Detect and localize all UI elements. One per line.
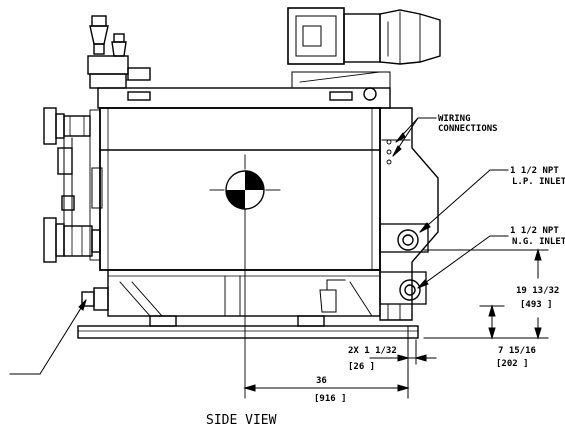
offset-inches: 2X 1 1/32 xyxy=(348,346,397,356)
wiring-label-line2: CONNECTIONS xyxy=(438,124,498,134)
center-mm: [916 ] xyxy=(314,394,347,404)
leader-lines xyxy=(9,117,509,375)
callout-labels: WIRING CONNECTIONS 1 1/2 NPT L.P. INLET … xyxy=(206,114,565,428)
lp-inlet-label-line1: 1 1/2 NPT xyxy=(510,166,559,176)
safety-valves xyxy=(87,15,151,89)
height-a-inches: 19 13/32 xyxy=(516,286,559,296)
height-b-mm: [202 ] xyxy=(496,359,529,369)
blower-motor xyxy=(287,7,441,65)
lp-inlet-label-line2: L.P. INLET xyxy=(512,177,565,187)
base-skid xyxy=(77,269,419,339)
height-a-mm: [493 ] xyxy=(520,300,553,310)
ng-inlet-label-line1: 1 1/2 NPT xyxy=(510,226,559,236)
dimension-lines xyxy=(243,248,549,399)
ng-inlet-label-line2: N.G. INLET xyxy=(512,237,565,247)
wiring-label-line1: WIRING xyxy=(438,114,471,124)
offset-mm: [26 ] xyxy=(348,362,375,372)
view-title: SIDE VIEW xyxy=(206,413,277,428)
height-b-inches: 7 15/16 xyxy=(498,346,536,356)
center-inches: 36 xyxy=(316,376,327,386)
gas-train xyxy=(379,107,439,321)
left-piping xyxy=(43,107,109,311)
center-of-gravity-symbol xyxy=(209,154,281,399)
